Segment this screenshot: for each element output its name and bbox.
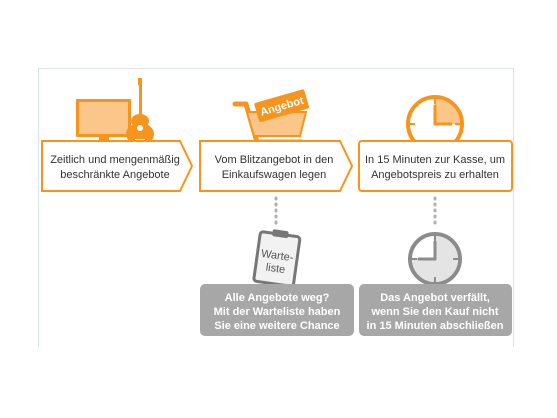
step-1-line1: Zeitlich und mengenmäßig — [50, 154, 180, 166]
step-2-line1: Vom Blitzangebot in den — [215, 154, 334, 166]
clipboard-icon: Warte- liste — [252, 229, 302, 288]
clipboard-line1: Warte- — [260, 248, 294, 264]
outcome-2-line1: Das Angebot verfällt, — [380, 292, 490, 304]
outcome-2-line2: wenn Sie den Kauf nicht — [370, 306, 498, 318]
step-1-box: Zeitlich und mengenmäßig beschränkte Ang… — [41, 140, 194, 192]
outcome-1-line3: Sie eine weitere Chance — [214, 320, 339, 332]
outcome-1-line2: Mit der Warteliste haben — [214, 306, 341, 318]
step-2-line2: Einkaufswagen legen — [222, 169, 327, 181]
guitar-icon — [126, 78, 154, 145]
step-3-box: In 15 Minuten zur Kasse, um Angebotsprei… — [358, 140, 513, 192]
tv-icon — [76, 99, 131, 141]
outcome-2-line3: in 15 Minuten abschließen — [367, 320, 504, 332]
outcome-waitlist-box: Alle Angebote weg? Mit der Warteliste ha… — [200, 284, 354, 336]
outcome-expired-box: Das Angebot verfällt, wenn Sie den Kauf … — [359, 284, 512, 336]
step-2-box: Vom Blitzangebot in den Einkaufswagen le… — [199, 140, 354, 192]
angebot-tag: Angebot — [254, 89, 309, 123]
outcome-1-line1: Alle Angebote weg? — [225, 292, 330, 304]
step-3-line2: Angebotspreis zu erhalten — [371, 169, 499, 181]
clock-gray-icon — [408, 232, 462, 286]
clipboard-line2: liste — [265, 262, 286, 277]
step-3-line1: In 15 Minuten zur Kasse, um — [365, 154, 505, 166]
step-1-line2: beschränkte Angebote — [60, 169, 169, 181]
